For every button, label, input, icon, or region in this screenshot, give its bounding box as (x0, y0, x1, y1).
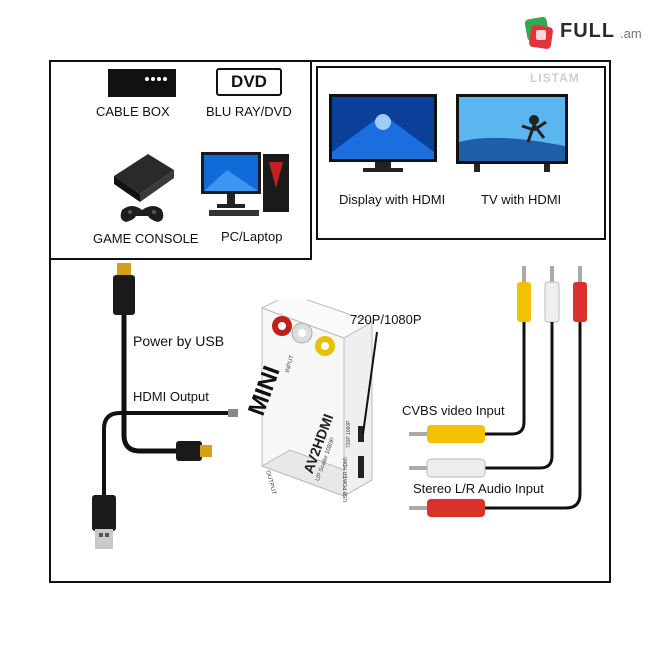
stereo-label: Stereo L/R Audio Input (413, 481, 544, 496)
sources-box (49, 60, 312, 260)
device-usb-text: USB POWER HDMI (343, 457, 349, 502)
logo: FULL .am (522, 14, 657, 54)
rca-white-plug-icon (544, 281, 560, 323)
resolution-label: 720P/1080P (350, 312, 422, 327)
hdmi-plug-top-icon (117, 263, 131, 277)
cvbs-label: CVBS video Input (402, 403, 505, 418)
converter-device (260, 300, 374, 497)
dvd-badge-text: DVD (231, 72, 267, 91)
watermark: LISTAM (530, 71, 580, 85)
monitor-icon (329, 94, 437, 172)
rca-red-horizontal-plug-icon (427, 499, 485, 517)
power-usb-label: Power by USB (133, 333, 225, 349)
rca-yellow-plug-icon (517, 282, 531, 322)
hdmi-output-label: HDMI Output (133, 389, 209, 404)
cable-box-icon (108, 69, 176, 97)
game-console-label: GAME CONSOLE (93, 231, 199, 246)
rca-red-plug-icon (573, 282, 587, 322)
game-console-icon (114, 154, 174, 222)
rca-yellow-horizontal-plug-icon (427, 425, 485, 443)
pc-label: PC/Laptop (221, 229, 283, 244)
usb-plug-icon (92, 495, 116, 531)
pc-icon (201, 152, 289, 216)
tv-icon (456, 94, 568, 172)
blu-ray-label: BLU RAY/DVD (206, 104, 292, 119)
rca-cables (409, 266, 587, 517)
cable-box-label: CABLE BOX (96, 104, 170, 119)
hdmi-plug-bottom-icon (176, 441, 202, 461)
dvd-badge: DVD (216, 68, 282, 96)
device-switch-text: 720P 1080P (346, 420, 352, 448)
logo-suffix: .am (620, 26, 642, 41)
logo-brand: FULL (560, 20, 616, 42)
display-hdmi-label: Display with HDMI (339, 192, 446, 207)
tv-hdmi-label: TV with HDMI (481, 192, 562, 207)
full-am-logo-icon (524, 16, 553, 49)
displays-box (316, 66, 606, 240)
rca-white-horizontal-plug-icon (426, 458, 486, 478)
resolution-pointer (362, 331, 378, 435)
left-cables (92, 263, 238, 549)
diagram-frame (49, 60, 611, 583)
